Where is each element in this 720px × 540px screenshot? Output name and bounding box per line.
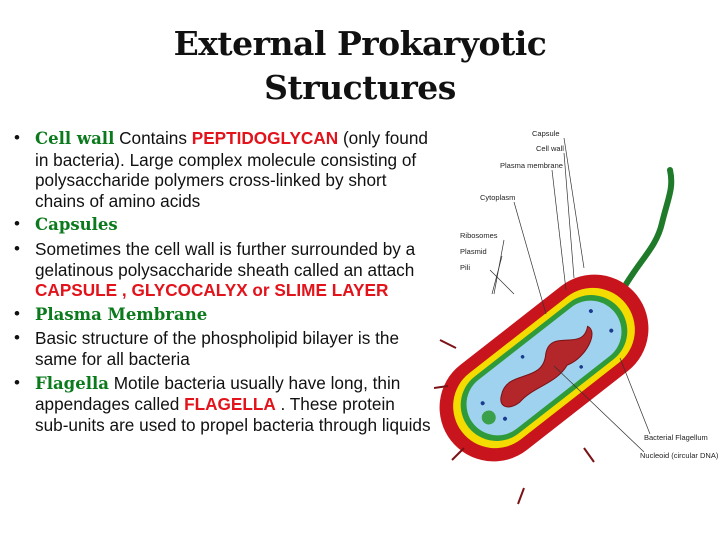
bullet-dot: • bbox=[14, 214, 20, 234]
bullet-text: (only found in bacteria). Large complex … bbox=[35, 128, 428, 211]
bullet-capsules: • Capsules bbox=[12, 214, 432, 236]
highlight-capsule: CAPSULE , GLYCOCALYX or SLIME LAYER bbox=[35, 280, 389, 301]
title-line-2: Structures bbox=[264, 68, 456, 107]
bullet-dot: • bbox=[14, 372, 20, 392]
label-nucleoid: Nucleoid (circular DNA) bbox=[640, 451, 719, 460]
bullet-text: Basic structure of the phospholipid bila… bbox=[35, 328, 400, 369]
term-capsules: Capsules bbox=[35, 215, 118, 235]
term-cell-wall: Cell wall bbox=[35, 129, 115, 148]
bullet-flagella: • Flagella Motile bacteria usually have … bbox=[12, 373, 432, 436]
bullet-text: Contains bbox=[114, 128, 192, 148]
bullet-dot: • bbox=[14, 303, 20, 323]
label-plasma-membrane: Plasma membrane bbox=[500, 161, 563, 170]
bullet-cell-wall: • Cell wall Contains PEPTIDOGLYCAN (only… bbox=[12, 128, 432, 211]
bullet-membrane-desc: • Basic structure of the phospholipid bi… bbox=[12, 328, 432, 369]
bullet-plasma-membrane: • Plasma Membrane bbox=[12, 304, 432, 326]
bullet-capsule-desc: • Sometimes the cell wall is further sur… bbox=[12, 239, 432, 301]
nucleoid-shape bbox=[500, 325, 593, 408]
bullet-text: . These protein sub-units are used to pr… bbox=[35, 394, 431, 435]
prokaryote-diagram: Capsule Cell wall Plasma membrane Cytopl… bbox=[434, 129, 719, 505]
label-pili: Pili bbox=[460, 263, 470, 272]
bullet-dot: • bbox=[14, 238, 20, 258]
label-capsule: Capsule bbox=[532, 129, 560, 138]
bullet-dot: • bbox=[14, 128, 20, 147]
title-line-1: External Prokaryotic bbox=[173, 24, 547, 63]
bullet-dot: • bbox=[14, 328, 20, 348]
highlight-peptidoglycan: PEPTIDOGLYCAN bbox=[191, 128, 339, 148]
plasmid-shape bbox=[481, 410, 496, 425]
bullet-text: Sometimes the cell wall is further surro… bbox=[35, 238, 416, 280]
label-plasmid: Plasmid bbox=[460, 247, 487, 256]
term-flagella: Flagella bbox=[35, 373, 109, 393]
term-plasma-membrane: Plasma Membrane bbox=[35, 304, 208, 324]
label-cell-wall: Cell wall bbox=[536, 144, 564, 153]
label-ribosomes: Ribosomes bbox=[460, 231, 498, 240]
label-flagellum: Bacterial Flagellum bbox=[644, 433, 708, 442]
bullet-list: • Cell wall Contains PEPTIDOGLYCAN (only… bbox=[12, 128, 432, 438]
bullet-text: Motile bacteria usually have long, thin … bbox=[35, 372, 401, 415]
highlight-flagella: FLAGELLA bbox=[184, 394, 276, 415]
slide-title: External Prokaryotic Structures bbox=[0, 22, 720, 110]
label-cytoplasm: Cytoplasm bbox=[480, 193, 515, 202]
